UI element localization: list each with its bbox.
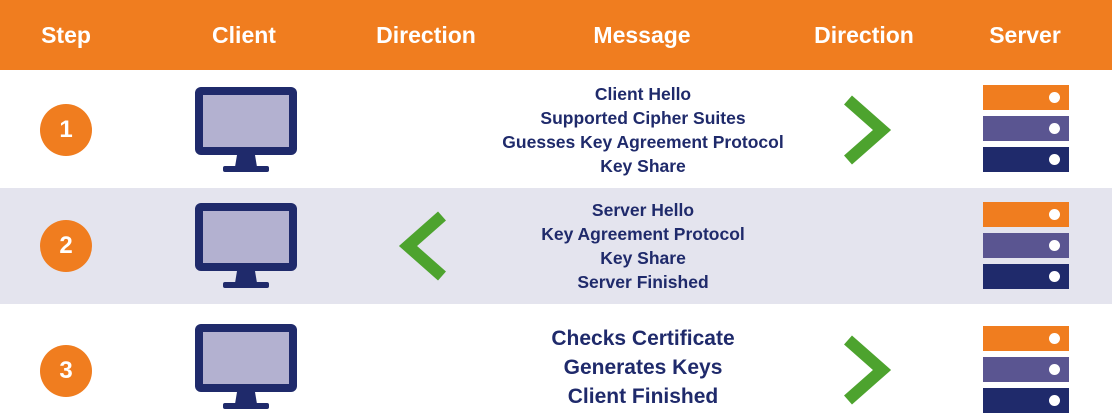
message-block: Client Hello Supported Cipher Suites Gue… — [502, 82, 783, 178]
message-block: Checks Certificate Generates Keys Client… — [551, 324, 734, 411]
message-line: Server Finished — [577, 272, 709, 292]
step-badge: 1 — [40, 104, 92, 156]
server-rack-icon — [983, 326, 1069, 416]
header-step: Step — [41, 21, 91, 48]
client-monitor-icon — [195, 324, 297, 409]
chevron-right-icon — [844, 335, 892, 405]
message-line: Generates Keys — [563, 356, 723, 379]
client-monitor-icon — [195, 87, 297, 172]
message-line: Key Agreement Protocol — [541, 224, 745, 244]
step-row-1: 1 Client Hello Supported Cipher Suites G… — [0, 70, 1112, 188]
chevron-left-icon — [398, 211, 446, 281]
message-line: Key Share — [600, 156, 686, 176]
step-badge: 2 — [40, 220, 92, 272]
header-direction-left: Direction — [376, 21, 476, 48]
message-block: Server Hello Key Agreement Protocol Key … — [541, 198, 745, 294]
message-line: Server Hello — [591, 200, 695, 220]
server-rack-icon — [983, 202, 1069, 292]
header-message: Message — [593, 21, 691, 48]
message-line: Key Share — [600, 248, 686, 268]
message-line: Checks Certificate — [551, 327, 735, 350]
message-line: Guesses Key Agreement Protocol — [502, 132, 784, 152]
header-server: Server — [989, 21, 1061, 48]
header-direction-right: Direction — [814, 21, 914, 48]
client-monitor-icon — [195, 203, 297, 288]
message-line: Supported Cipher Suites — [540, 108, 746, 128]
header-bar: Step Client Direction Message Direction … — [0, 0, 1112, 70]
step-row-2: 2 Server Hello Key Agreement Protocol Ke… — [0, 188, 1112, 304]
message-line: Client Hello — [594, 84, 692, 104]
message-line: Client Finished — [567, 385, 719, 408]
step-row-3: 3 Checks Certificate Generates Keys Clie… — [0, 304, 1112, 416]
header-client: Client — [212, 21, 276, 48]
chevron-right-icon — [844, 95, 892, 165]
server-rack-icon — [983, 85, 1069, 175]
step-badge: 3 — [40, 345, 92, 397]
